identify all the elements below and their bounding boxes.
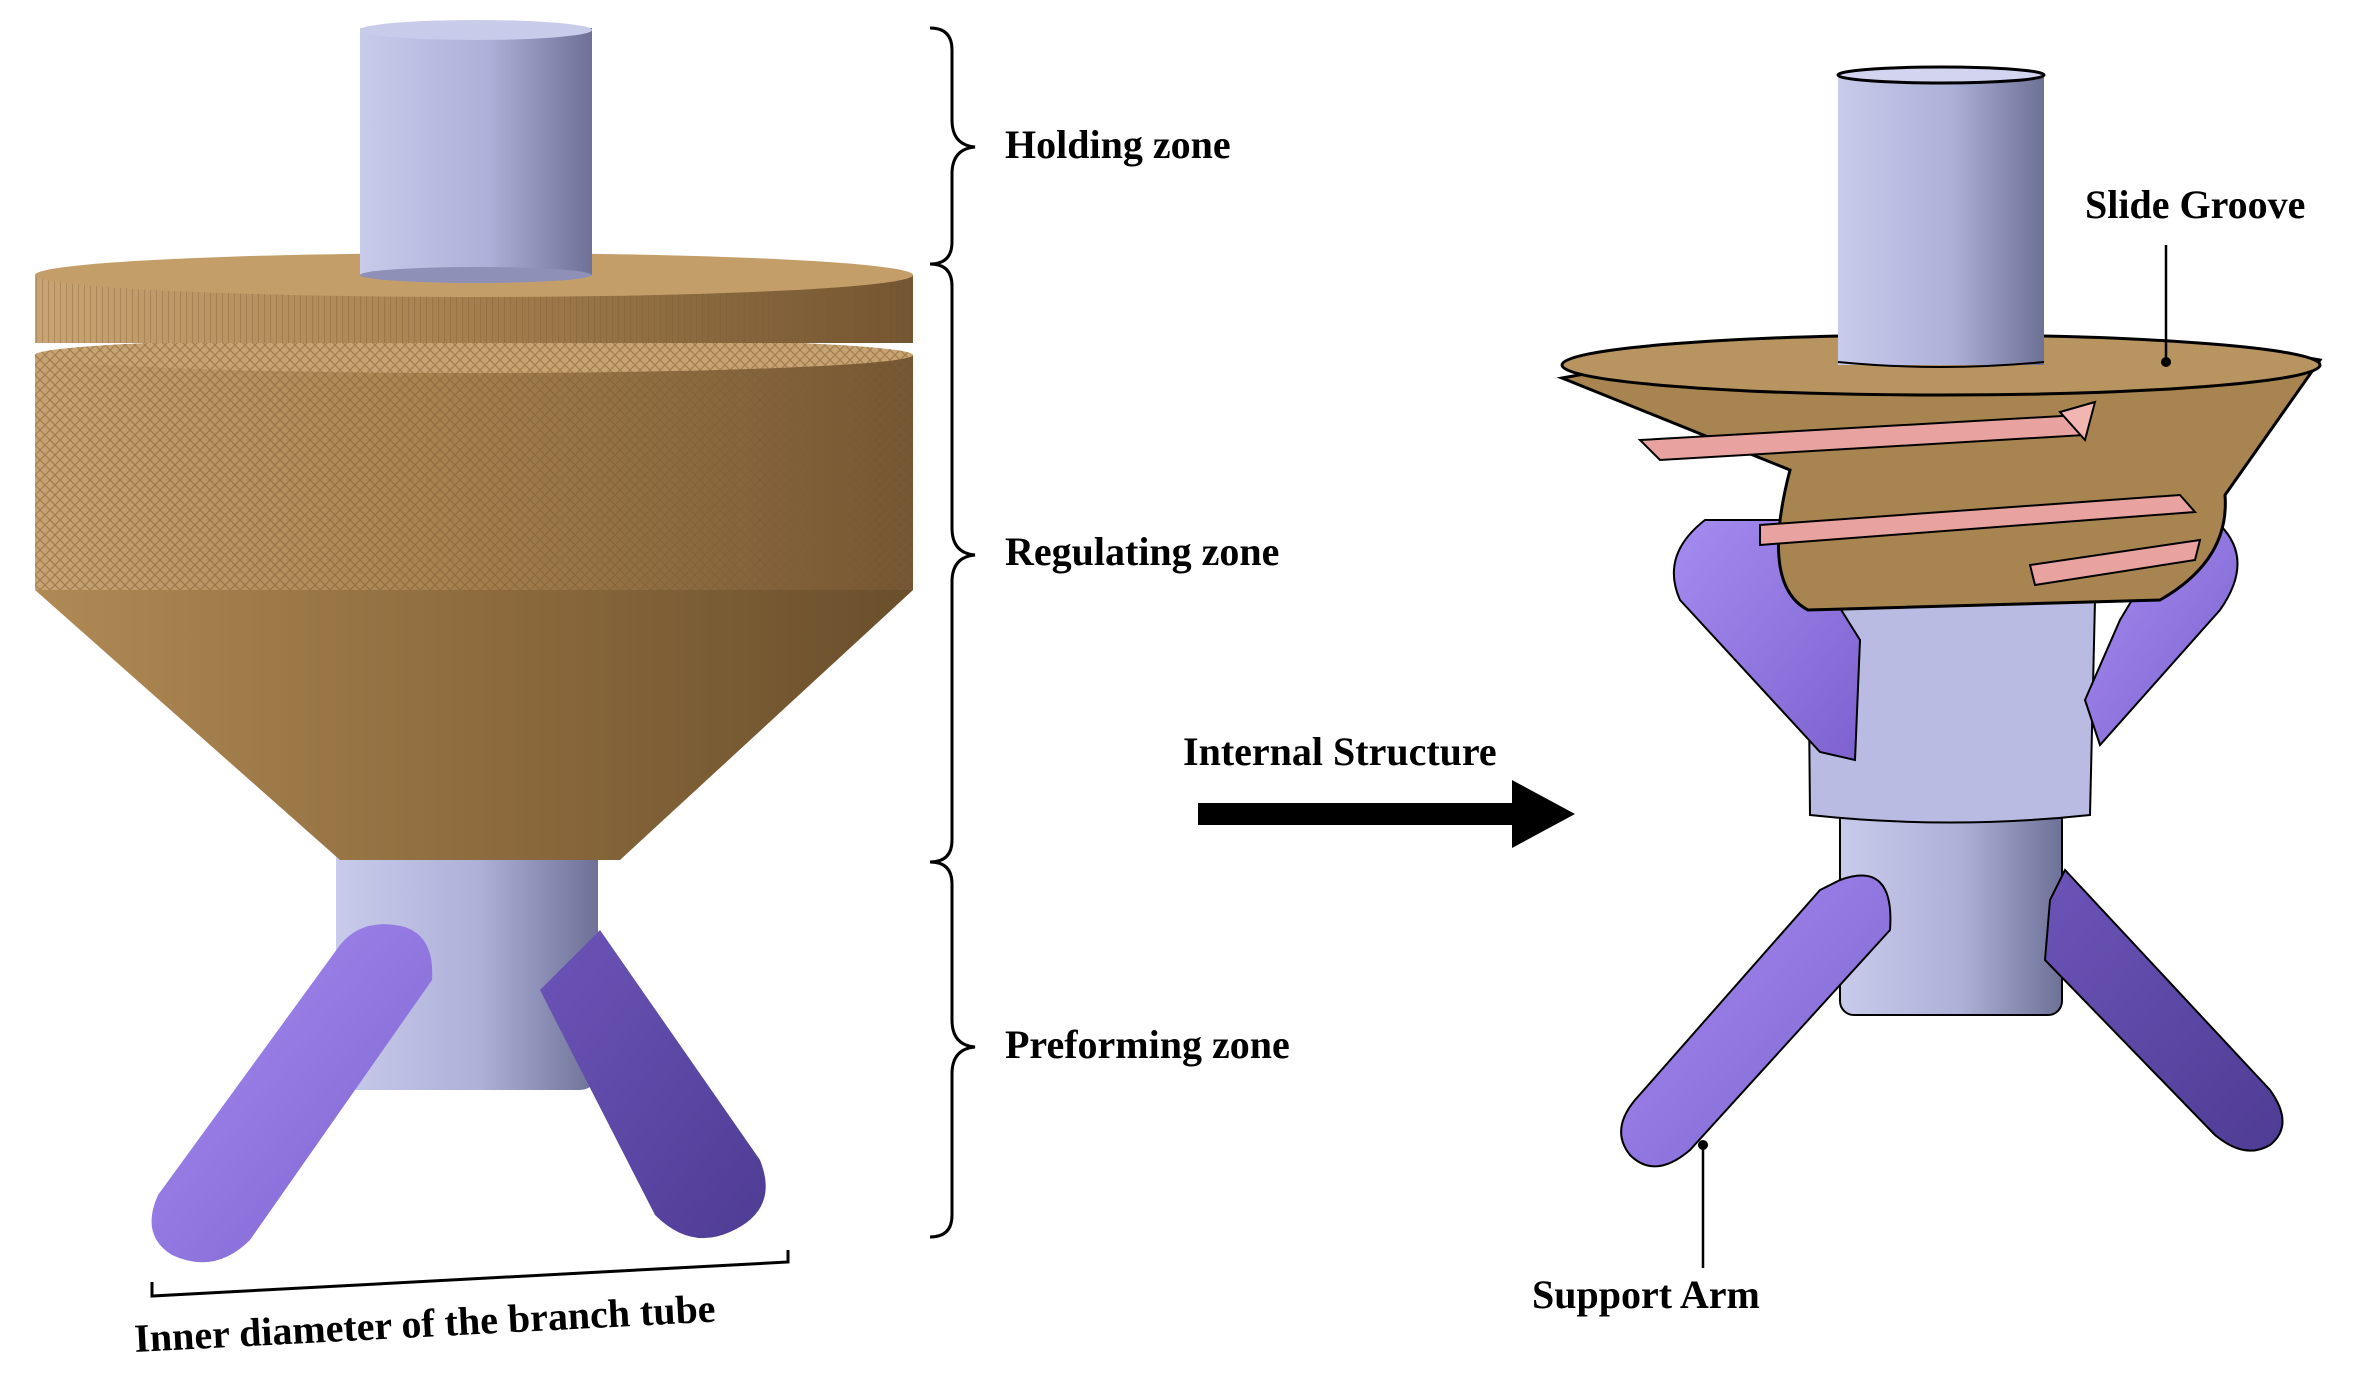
support-arm-left — [1620, 874, 1892, 1168]
inner-top-tube — [1838, 75, 2044, 365]
top-tube-cap — [360, 20, 592, 40]
slide-groove-label: Slide Groove — [2085, 182, 2305, 227]
preforming-zone-label: Preforming zone — [1005, 1022, 1290, 1067]
arrow-label: Internal Structure — [1183, 729, 1497, 774]
regulating-cone — [35, 590, 913, 860]
inner-sleeve — [1806, 599, 2097, 824]
holding-zone-label: Holding zone — [1005, 122, 1231, 167]
support-arm-label: Support Arm — [1532, 1272, 1760, 1317]
lower-tube — [336, 840, 598, 1090]
regulating-zone-label: Regulating zone — [1005, 529, 1279, 574]
direction-arrow — [1198, 780, 1575, 848]
left-device-model — [35, 20, 913, 1263]
right-device-model — [1556, 65, 2323, 1168]
dimension-bracket — [150, 1250, 790, 1298]
left-support-arms — [151, 924, 766, 1263]
support-arm-right — [2043, 868, 2284, 1152]
zone-brace — [929, 26, 976, 1239]
dimension-label: Inner diameter of the branch tube — [133, 1286, 716, 1361]
